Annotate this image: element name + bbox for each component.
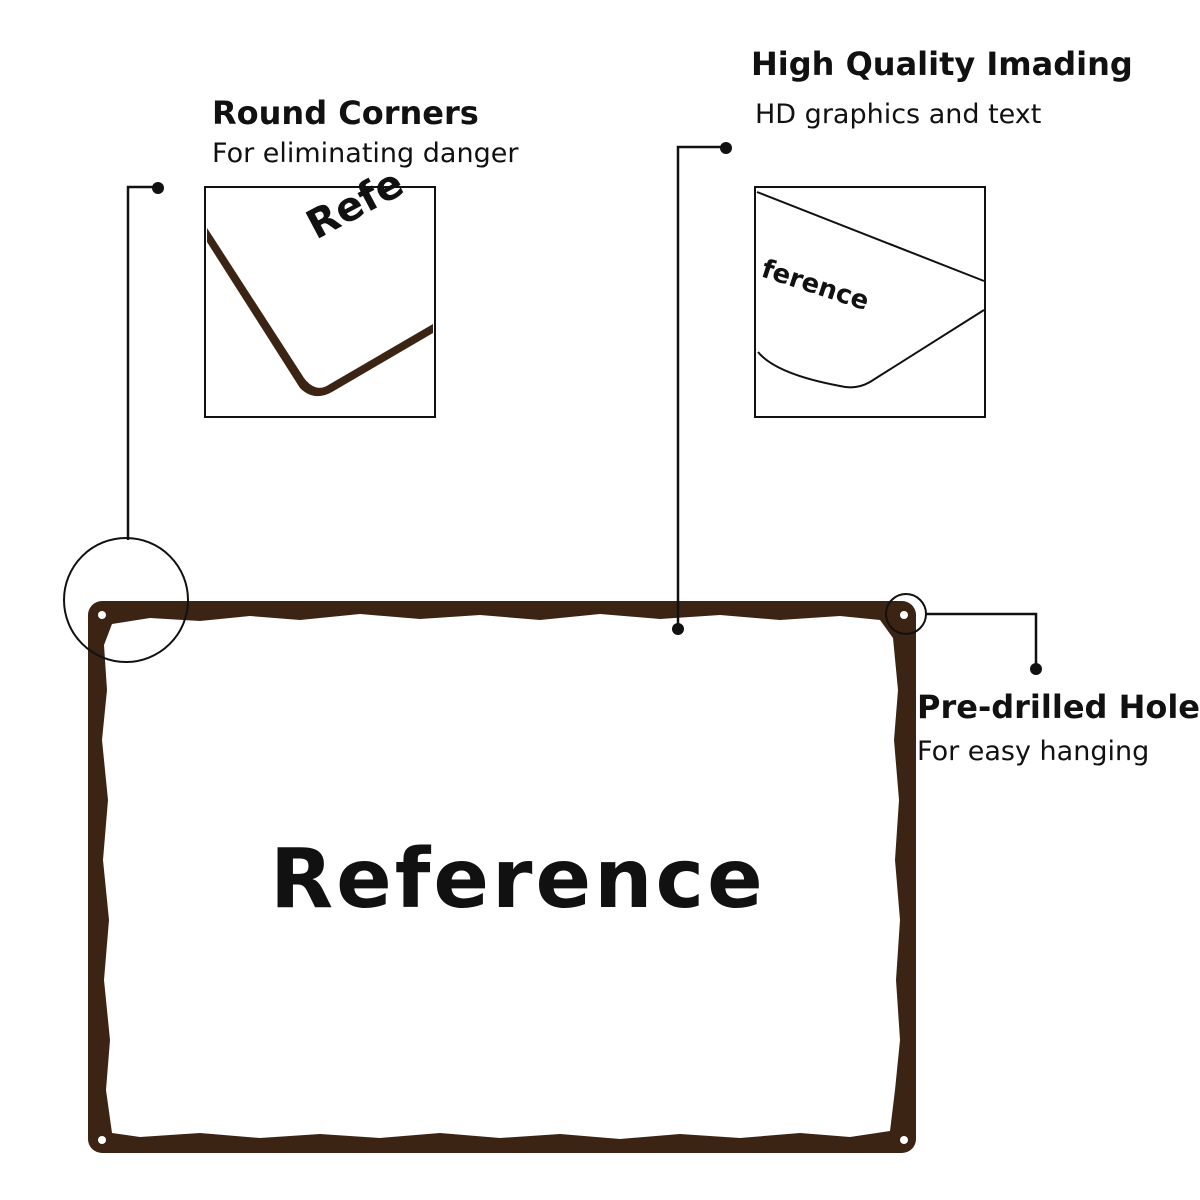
leader-line-round	[126, 185, 158, 540]
zoom-corner-edge	[207, 228, 433, 397]
holes-subtitle: For easy hanging	[917, 736, 1150, 767]
metal-sign	[88, 601, 916, 1153]
holes-callout	[885, 593, 1042, 675]
high-quality-callout: ference	[672, 142, 986, 635]
drill-hole-bottom-right	[900, 1136, 908, 1144]
leader-line-holes	[926, 612, 1038, 668]
drill-hole-bottom-left	[98, 1136, 106, 1144]
round-corners-title: Round Corners	[212, 94, 479, 132]
high-quality-title: High Quality Imading	[751, 45, 1133, 83]
sign-anchor-dot	[672, 623, 684, 635]
leader-dot-hq	[720, 142, 732, 154]
round-corner-zoom-box	[204, 186, 436, 418]
zoom-plate-edge-top	[756, 191, 985, 282]
magnifier-circle	[63, 537, 189, 663]
high-quality-subtitle: HD graphics and text	[755, 99, 1042, 130]
holes-title: Pre-drilled Holes	[917, 688, 1200, 726]
sign-reference-text: Reference	[270, 832, 766, 927]
leader-dot-round	[152, 182, 164, 194]
round-corners-callout: Refe	[63, 160, 436, 663]
zoom-plate-edge-bottom	[757, 309, 985, 389]
sign-face	[102, 614, 900, 1139]
drill-hole-top-right	[900, 611, 908, 619]
round-corners-subtitle: For eliminating danger	[212, 138, 519, 169]
drill-hole-top-left	[98, 611, 106, 619]
hd-zoom-box	[754, 186, 986, 418]
leader-line-hq	[676, 145, 726, 628]
leader-dot-holes	[1030, 663, 1042, 675]
